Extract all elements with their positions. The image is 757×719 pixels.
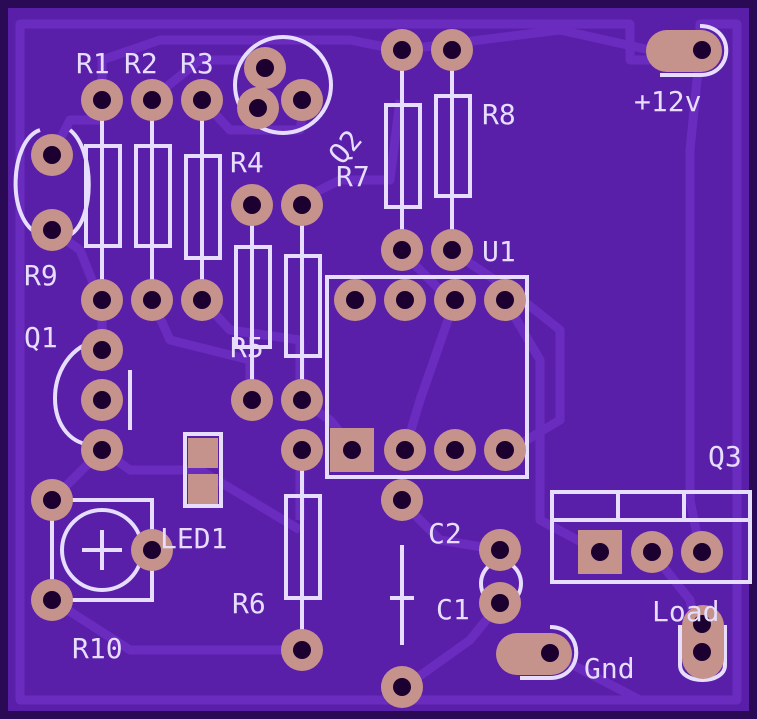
label-load: Load [652, 595, 719, 628]
drill-hole [93, 341, 111, 359]
drill-hole [446, 291, 464, 309]
label-q1: Q1 [24, 321, 58, 354]
drill-hole [93, 391, 111, 409]
label-r7: R7 [336, 160, 370, 193]
drill-hole [293, 391, 311, 409]
drill-hole [93, 441, 111, 459]
label-q3: Q3 [708, 440, 742, 473]
drill-hole [393, 678, 411, 696]
drill-hole [43, 221, 61, 239]
copper-pour [8, 8, 749, 711]
drill-hole [396, 441, 414, 459]
drill-hole [496, 441, 514, 459]
drill-hole [243, 391, 261, 409]
label-u1: U1 [482, 235, 516, 268]
label-r4: R4 [230, 146, 264, 179]
drill-hole [293, 91, 311, 109]
label-r2: R2 [124, 47, 158, 80]
led1-body [188, 438, 218, 468]
drill-hole [446, 441, 464, 459]
label-r1: R1 [76, 47, 110, 80]
drill-hole [491, 594, 509, 612]
drill-hole [93, 291, 111, 309]
label-r3: R3 [180, 47, 214, 80]
r9-outline [13, 128, 91, 237]
drill-hole [43, 146, 61, 164]
drill-hole [243, 196, 261, 214]
connector-pads [496, 30, 724, 679]
drill-hole [693, 41, 711, 59]
label-r5: R5 [230, 331, 264, 364]
drill-hole [693, 615, 711, 633]
q1-outline [53, 338, 101, 448]
q2-outline [233, 35, 333, 135]
v12-connector-outline [660, 24, 729, 77]
drill-hole [591, 543, 609, 561]
label-c2: C2 [428, 517, 462, 550]
drill-hole [293, 441, 311, 459]
drill-hole [643, 543, 661, 561]
load-connector-outline [678, 625, 727, 682]
drill-hole [143, 91, 161, 109]
drill-hole [293, 196, 311, 214]
drill-hole [256, 59, 274, 77]
drill-hole [249, 99, 267, 117]
drill-hole [541, 644, 559, 662]
drill-hole [693, 543, 711, 561]
label-r10: R10 [72, 632, 123, 665]
silkscreen [13, 24, 752, 682]
q3-outline [550, 490, 752, 584]
drill-hole [43, 491, 61, 509]
drill-hole [393, 491, 411, 509]
label-r6: R6 [232, 587, 266, 620]
drill-hole [396, 291, 414, 309]
drill-hole [93, 91, 111, 109]
drill-hole [143, 291, 161, 309]
drill-hole [346, 291, 364, 309]
drill-hole [43, 591, 61, 609]
led1-body-lower [188, 474, 218, 504]
label-led1: LED1 [160, 522, 227, 555]
drill-hole [293, 641, 311, 659]
drill-hole [496, 291, 514, 309]
drill-hole [443, 41, 461, 59]
u1-outline [325, 275, 529, 479]
drill-hole [393, 41, 411, 59]
drill-hole [443, 241, 461, 259]
labels: R1 R2 R3 Q2 R4 R7 R8 +12v R9 U1 Q1 R5 Q3… [24, 47, 742, 685]
drill-hole [693, 643, 711, 661]
drill-hole [193, 291, 211, 309]
label-r8: R8 [482, 98, 516, 131]
label-gnd: Gnd [584, 652, 635, 685]
drill-hole [143, 541, 161, 559]
label-r9: R9 [24, 259, 58, 292]
drill-hole [343, 441, 361, 459]
drill-hole [393, 241, 411, 259]
drill-hole [193, 91, 211, 109]
label-c1: C1 [436, 593, 470, 626]
gnd-connector-outline [520, 625, 579, 680]
label-v12: +12v [634, 85, 701, 118]
pads [31, 29, 723, 708]
drill-hole [491, 541, 509, 559]
led1-outline [183, 432, 223, 508]
